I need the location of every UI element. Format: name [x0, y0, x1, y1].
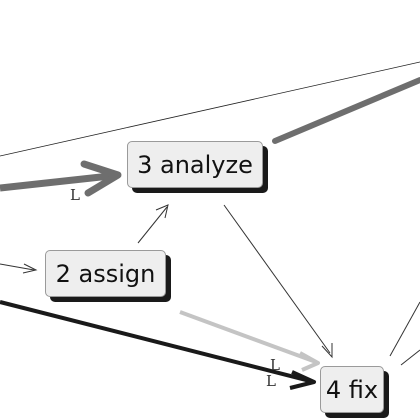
edge-fix-to-right-upper [389, 301, 420, 357]
edge-left-to-fix-black [0, 300, 311, 383]
edge-left-to-assign-arrowhead [22, 263, 38, 274]
edge-analyze-to-fix-arrowhead [321, 343, 333, 359]
edge-analyze-to-right [272, 77, 420, 144]
edge-top-thin [0, 61, 420, 157]
edge-assign-to-fix-gray [179, 310, 317, 364]
edge-assign-to-fix-gray-arrowhead [299, 351, 320, 372]
node-analyze-label: 3 analyze [137, 150, 253, 179]
edge-assign-to-analyze [137, 206, 168, 244]
node-fix[interactable]: 4 fix [320, 366, 384, 413]
edge-left-to-analyze [0, 172, 111, 192]
edge-label-into-fix-lower: L [266, 372, 276, 390]
node-assign-label: 2 assign [55, 259, 156, 288]
edge-fix-to-right-lower [400, 349, 420, 366]
edge-left-to-fix-black-arrowhead [289, 370, 316, 390]
edge-label-into-fix-upper: L [270, 356, 280, 374]
node-assign[interactable]: 2 assign [45, 250, 166, 297]
edge-assign-to-analyze-arrowhead [155, 204, 169, 219]
edge-analyze-to-fix [223, 204, 331, 354]
node-analyze[interactable]: 3 analyze [127, 141, 263, 188]
edge-left-to-assign [0, 263, 35, 271]
node-fix-label: 4 fix [325, 375, 379, 404]
edge-label-into-analyze: L [70, 186, 80, 204]
edge-left-to-analyze-arrowhead [80, 160, 122, 197]
